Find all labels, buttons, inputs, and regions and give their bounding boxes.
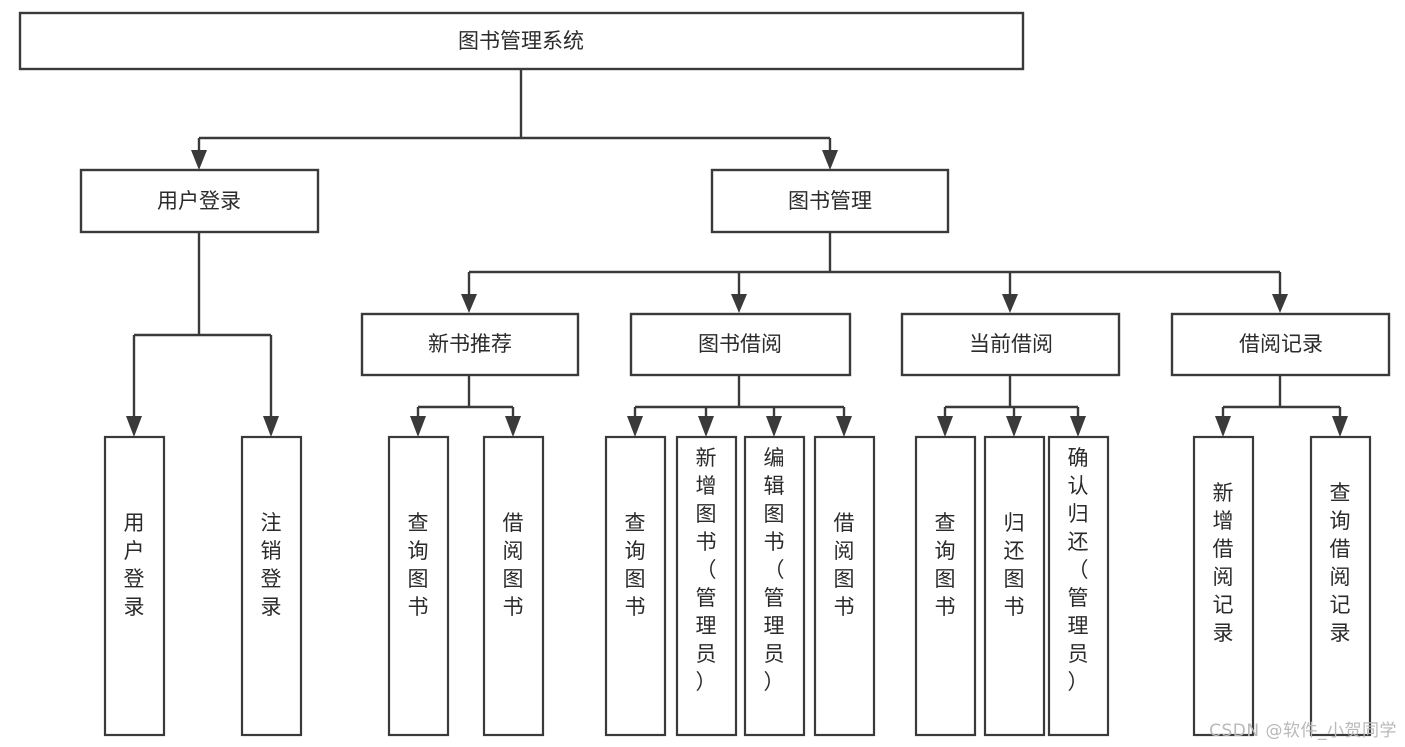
node-leaf-query-book-1[interactable]: 查询图书 [387, 435, 450, 737]
arrow-head-leaf-borrow-book-1 [505, 416, 521, 437]
node-leaf-query-book-2-box[interactable] [604, 435, 667, 737]
node-root-label: 图书管理系统 [458, 29, 584, 53]
node-current-borrow-label: 当前借阅 [969, 332, 1053, 356]
arrow-head-leaf-confirm-return [1070, 416, 1086, 437]
node-leaf-add-record[interactable]: 新增借阅记录 [1192, 435, 1255, 737]
node-leaf-borrow-book-1[interactable]: 借阅图书 [482, 435, 545, 737]
node-leaf-borrow-book-2-label: 借阅图书 [834, 511, 855, 619]
node-leaf-query-book-2[interactable]: 查询图书 [604, 435, 667, 737]
node-leaf-add-book-box[interactable] [675, 435, 738, 737]
connector-borrow-record-to-leaves [1215, 375, 1348, 437]
node-leaf-add-book[interactable]: 新增图书（管理员） [675, 435, 738, 737]
arrow-head-leaf-query-record [1332, 416, 1348, 437]
node-current-borrow[interactable]: 当前借阅 [900, 312, 1121, 377]
node-leaf-return-book-box[interactable] [983, 435, 1046, 737]
node-leaf-user-login-box[interactable] [103, 435, 166, 737]
node-leaf-borrow-book-1-label: 借阅图书 [503, 511, 524, 619]
arrow-head-leaf-add-book [698, 416, 714, 437]
node-user-login-label: 用户登录 [157, 189, 241, 213]
node-user-login-box[interactable] [79, 168, 320, 234]
arrow-head-leaf-borrow-book-2 [836, 416, 852, 437]
node-root[interactable]: 图书管理系统 [18, 11, 1025, 71]
node-leaf-query-book-1-label: 查询图书 [408, 511, 429, 619]
arrow-head-leaf-return-book [1006, 416, 1022, 437]
node-leaf-edit-book[interactable]: 编辑图书（管理员） [743, 435, 806, 737]
arrow-head-leaf-logout [263, 416, 279, 437]
node-leaf-edit-book-label: 编辑图书（管理员） [764, 446, 785, 694]
node-leaf-borrow-book-2-box[interactable] [813, 435, 876, 737]
node-leaf-query-book-3-box[interactable] [914, 435, 977, 737]
arrow-head-current-borrow [1002, 294, 1018, 313]
node-leaf-query-record[interactable]: 查询借阅记录 [1309, 435, 1372, 737]
node-leaf-add-record-label: 新增借阅记录 [1213, 481, 1234, 645]
node-leaf-query-book-2-label: 查询图书 [625, 511, 646, 619]
node-current-borrow-box[interactable] [900, 312, 1121, 377]
node-borrow-record-label: 借阅记录 [1239, 332, 1323, 356]
connector-book-borrow-to-leaves [627, 375, 852, 437]
connector-current-borrow-to-leaves [937, 375, 1086, 437]
node-leaf-query-book-1-box[interactable] [387, 435, 450, 737]
arrow-head-book-borrow [731, 294, 747, 313]
arrow-head-leaf-query-book-1 [410, 416, 426, 437]
node-leaf-query-book-3[interactable]: 查询图书 [914, 435, 977, 737]
node-user-login[interactable]: 用户登录 [79, 168, 320, 234]
node-book-manage-box[interactable] [710, 168, 950, 234]
node-root-box[interactable] [18, 11, 1025, 71]
arrow-head-new-book-rec [461, 294, 477, 313]
node-leaf-return-book-label: 归还图书 [1004, 511, 1025, 619]
arrow-head-leaf-query-book-2 [627, 416, 643, 437]
node-leaf-query-record-box[interactable] [1309, 435, 1372, 737]
node-leaf-borrow-book-1-box[interactable] [482, 435, 545, 737]
connector-book-manage-to-level3 [461, 233, 1288, 313]
node-leaf-add-record-box[interactable] [1192, 435, 1255, 737]
node-leaf-user-login[interactable]: 用户登录 [103, 435, 166, 737]
node-leaf-confirm-return-label: 确认归还（管理员） [1068, 446, 1089, 694]
node-book-manage[interactable]: 图书管理 [710, 168, 950, 234]
connector-new-book-rec-to-leaves [410, 375, 521, 437]
node-new-book-rec-label: 新书推荐 [428, 332, 512, 356]
node-book-borrow[interactable]: 图书借阅 [629, 312, 852, 377]
arrow-head-leaf-edit-book [766, 416, 782, 437]
node-book-borrow-label: 图书借阅 [698, 332, 782, 356]
node-leaf-user-login-label: 用户登录 [124, 511, 145, 619]
arrow-head-user-login [191, 150, 207, 170]
node-leaf-logout-box[interactable] [240, 435, 303, 737]
node-borrow-record[interactable]: 借阅记录 [1170, 312, 1391, 377]
node-leaf-logout[interactable]: 注销登录 [240, 435, 303, 737]
node-leaf-confirm-return-box[interactable] [1047, 435, 1110, 737]
node-leaf-add-book-label: 新增图书（管理员） [696, 446, 717, 694]
node-new-book-rec[interactable]: 新书推荐 [360, 312, 580, 377]
node-leaf-confirm-return[interactable]: 确认归还（管理员） [1047, 435, 1110, 737]
arrow-head-borrow-record [1272, 294, 1288, 313]
node-leaf-query-record-label: 查询借阅记录 [1330, 481, 1351, 645]
arrow-head-leaf-user-login [126, 416, 142, 437]
node-leaf-borrow-book-2[interactable]: 借阅图书 [813, 435, 876, 737]
arrow-head-leaf-add-record [1215, 416, 1231, 437]
node-leaf-logout-label: 注销登录 [261, 511, 282, 619]
node-new-book-rec-box[interactable] [360, 312, 580, 377]
node-leaf-return-book[interactable]: 归还图书 [983, 435, 1046, 737]
node-book-borrow-box[interactable] [629, 312, 852, 377]
arrow-head-leaf-query-book-3 [937, 416, 953, 437]
connector-root-to-level2 [191, 69, 838, 170]
node-borrow-record-box[interactable] [1170, 312, 1391, 377]
node-book-manage-label: 图书管理 [788, 189, 872, 213]
connector-user-login-to-leaves [126, 233, 279, 437]
node-leaf-edit-book-box[interactable] [743, 435, 806, 737]
arrow-head-book-manage [822, 150, 838, 170]
node-leaf-query-book-3-label: 查询图书 [935, 511, 956, 619]
